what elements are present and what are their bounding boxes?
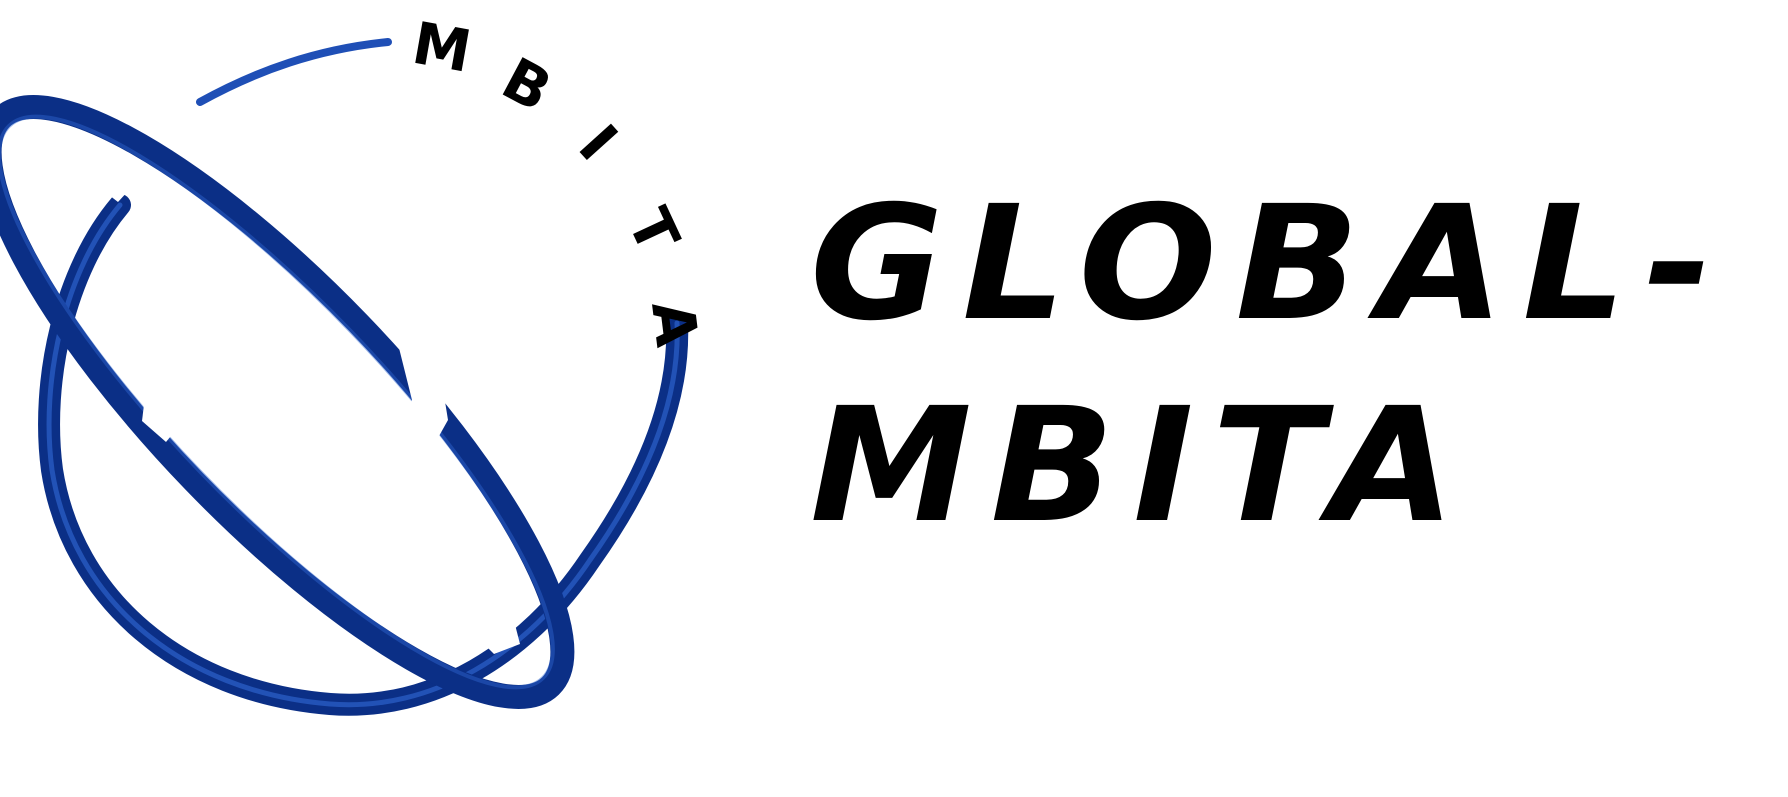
wordmark-line-2: MBITA (810, 374, 1474, 558)
upper-orbit-fragment (196, 38, 392, 106)
inner-tilted-ellipse-highlight (0, 114, 555, 690)
arc-letter-a: A (638, 297, 711, 350)
globe-logo-icon: M B I T A (0, 9, 712, 716)
inner-tilted-ellipse (0, 95, 575, 709)
logo-mark: M B I T A (0, 0, 720, 797)
arc-letter-b: B (491, 44, 562, 125)
arc-letter-t: T (614, 198, 693, 263)
arc-letter-m: M (408, 9, 477, 86)
arc-lettering: M B I T A (408, 9, 712, 351)
arc-letter-i: I (566, 112, 631, 174)
wordmark: GLOBAL- MBITA (810, 185, 1730, 565)
inner-ellipse-group (0, 95, 575, 709)
wordmark-line-1: GLOBAL- (810, 172, 1731, 356)
outer-orbit-ring-highlight (46, 202, 680, 708)
